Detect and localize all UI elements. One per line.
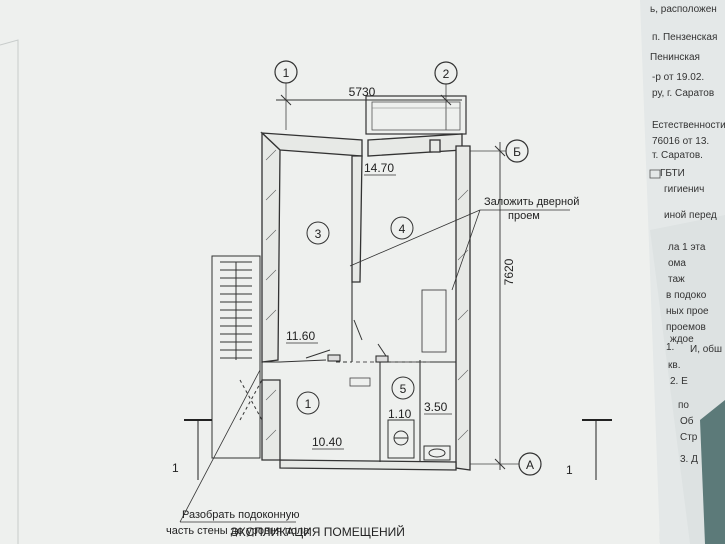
exterior-stairs bbox=[211, 255, 263, 459]
svg-text:Об: Об bbox=[680, 415, 694, 427]
room-3-number: 3 bbox=[315, 227, 322, 241]
axis-marker-a: А bbox=[470, 452, 542, 476]
svg-text:иной перед: иной перед bbox=[664, 210, 717, 221]
svg-text:ждое: ждое bbox=[670, 334, 694, 345]
axis-marker-1: 1 bbox=[274, 60, 298, 130]
room-3-area: 11.60 bbox=[286, 329, 315, 343]
explication-title: ЭКСПЛИКАЦИЯ ПОМЕЩЕНИЙ bbox=[230, 524, 405, 539]
door-note-line1: Заложить дверной bbox=[484, 196, 579, 208]
axis-marker-2: 2 bbox=[434, 61, 458, 130]
side-sheet-hatched-box bbox=[649, 169, 661, 179]
dimension-side: 7620 bbox=[494, 142, 516, 470]
svg-text:2. Е: 2. Е bbox=[670, 376, 688, 387]
svg-text:по: по bbox=[678, 400, 689, 411]
room-5-area: 3.50 bbox=[424, 400, 448, 414]
svg-text:проемов: проемов bbox=[666, 322, 706, 333]
door-swings bbox=[305, 319, 387, 359]
room-4-area: 14.70 bbox=[364, 161, 394, 175]
axis-label-b: Б bbox=[513, 145, 521, 159]
room-1-number: 1 bbox=[305, 397, 312, 411]
svg-text:Естественности: Естественности bbox=[652, 120, 725, 131]
wall-note-line2: часть стены до уровня пола bbox=[166, 525, 310, 537]
section-mark-right-label: 1 bbox=[566, 463, 573, 477]
toilet-fixture bbox=[387, 419, 415, 459]
door-note-line2: проем bbox=[508, 210, 540, 222]
svg-text:ома: ома bbox=[668, 258, 686, 269]
svg-text:ь, расположен: ь, расположен bbox=[650, 4, 717, 15]
svg-text:ных прое: ных прое bbox=[666, 306, 709, 317]
room-3-marker: 3 bbox=[306, 221, 330, 245]
inner-partitions bbox=[261, 282, 456, 462]
svg-text:ГБТИ: ГБТИ bbox=[660, 168, 685, 179]
svg-text:3. Д: 3. Д bbox=[680, 454, 698, 465]
svg-text:ру, г. Саратов: ру, г. Саратов bbox=[652, 88, 714, 99]
room-5-number: 5 bbox=[400, 382, 407, 396]
balcony bbox=[365, 95, 467, 135]
toilet-area: 1.10 bbox=[388, 407, 412, 421]
section-mark-left: 1 bbox=[172, 419, 212, 480]
room-5-marker: 5 bbox=[391, 376, 415, 400]
section-mark-left-label: 1 bbox=[172, 461, 179, 475]
walls bbox=[260, 131, 471, 471]
room-1-area: 10.40 bbox=[312, 435, 342, 449]
dark-corner bbox=[700, 400, 725, 544]
svg-text:таж: таж bbox=[668, 274, 685, 285]
leader-lines bbox=[179, 209, 570, 523]
small-item bbox=[349, 377, 371, 387]
dimension-top-value: 5730 bbox=[349, 85, 376, 99]
main-paper-sheet bbox=[0, 0, 660, 544]
svg-text:1.: 1. bbox=[666, 342, 674, 353]
svg-text:-р от 19.02.: -р от 19.02. bbox=[652, 72, 704, 83]
svg-text:ла 1 эта: ла 1 эта bbox=[668, 242, 706, 253]
svg-text:в подоко: в подоко bbox=[666, 290, 707, 301]
svg-text:п. Пензенская: п. Пензенская bbox=[652, 32, 717, 43]
svg-text:И, обш: И, обш bbox=[690, 343, 722, 355]
wall-note-line1: Разобрать подоконную bbox=[182, 509, 299, 521]
paper-edge-line bbox=[0, 39, 19, 544]
dimension-side-value: 7620 bbox=[502, 258, 516, 285]
axis-label-2: 2 bbox=[443, 67, 450, 81]
svg-text:Пенинская: Пенинская bbox=[650, 52, 700, 63]
room-1-marker: 1 bbox=[296, 391, 320, 415]
axis-label-1: 1 bbox=[283, 66, 290, 80]
svg-text:Стр: Стр bbox=[680, 432, 698, 443]
svg-text:гигиенич: гигиенич bbox=[664, 184, 704, 195]
side-sheet-text: ь, расположен п. Пензенская -р от 19.02.… bbox=[650, 4, 725, 465]
room-4-number: 4 bbox=[399, 222, 406, 236]
section-mark-right: 1 bbox=[566, 419, 612, 480]
svg-text:т. Саратов.: т. Саратов. bbox=[652, 150, 703, 161]
room-4-marker: 4 bbox=[390, 216, 414, 240]
sink-fixture bbox=[423, 445, 451, 461]
svg-text:кв.: кв. bbox=[668, 360, 680, 371]
svg-text:76016 от 13.: 76016 от 13. bbox=[652, 136, 709, 147]
wall-hatching bbox=[265, 149, 469, 441]
axis-label-a: А bbox=[526, 458, 534, 472]
